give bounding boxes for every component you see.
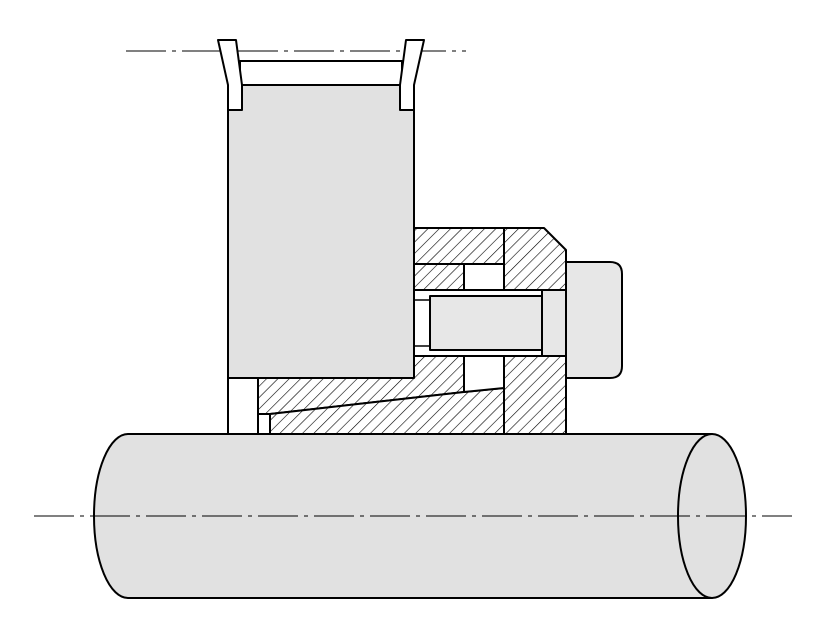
inner-ring-upper-block <box>413 263 465 291</box>
inner-taper-ring <box>269 387 505 435</box>
clamp-ring <box>503 227 567 291</box>
clamp-ring-lower <box>503 355 567 435</box>
bolt-gap <box>463 263 505 291</box>
wedge-gap <box>463 355 505 393</box>
hub <box>227 84 415 379</box>
clamping-screw <box>413 289 567 357</box>
upper-ring-segment <box>413 227 505 265</box>
hub-bore-step <box>227 377 259 435</box>
bolt-head <box>565 261 623 379</box>
